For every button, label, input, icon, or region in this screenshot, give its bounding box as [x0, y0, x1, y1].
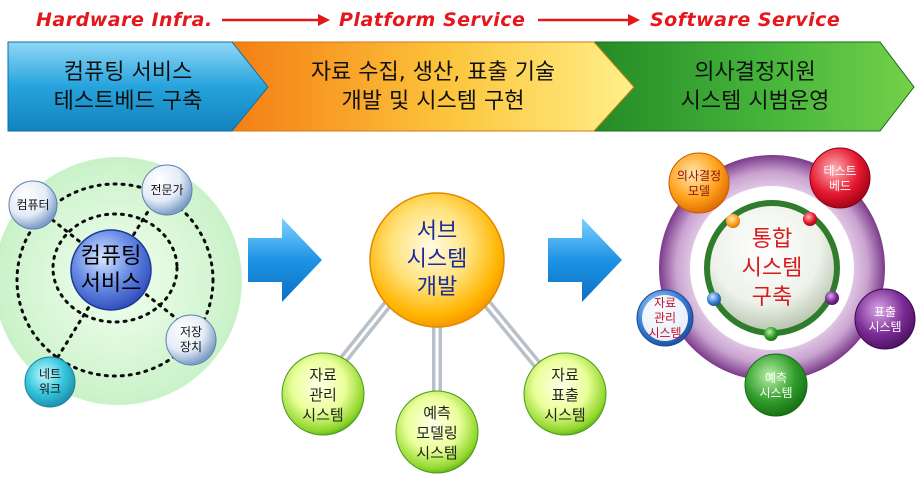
stage-arrow-2	[538, 14, 640, 26]
network-node-sphere	[24, 356, 76, 408]
data-mgmt-node-sphere	[281, 352, 365, 436]
expert-node-label: 전문가	[150, 182, 184, 197]
display-node-sphere	[854, 288, 916, 350]
left-inner-orbit	[51, 212, 179, 324]
sub-system-center-sphere	[369, 192, 505, 328]
flow-arrow-1	[248, 218, 322, 302]
banner-hardware-text: 컴퓨팅 서비스 테스트베드 구축	[53, 60, 203, 114]
expert-node-sphere	[141, 164, 193, 216]
flow-arrow-2	[548, 218, 622, 302]
decision-node-sphere	[668, 152, 730, 214]
left-outer-orbit	[15, 182, 215, 378]
banner-platform-text: 자료 수집, 생산, 표출 기술 개발 및 시스템 구현	[310, 60, 556, 114]
computing-center-sphere	[70, 229, 152, 311]
storage-node-sphere	[165, 314, 217, 366]
banner-blue-shape	[7, 41, 269, 132]
computer-node-sphere	[8, 180, 58, 230]
right-prediction-node-sphere	[744, 353, 808, 417]
stage-label-hardware: Hardware Infra.	[36, 9, 213, 31]
stage-label-platform: Platform Service	[339, 9, 526, 31]
stage-arrow-1	[222, 14, 330, 26]
prediction-node-sphere	[395, 390, 479, 474]
testbed-node-sphere	[809, 147, 871, 209]
banner-software-text: 의사결정지원 시스템 시범운영	[680, 60, 830, 114]
stage-label-software: Software Service	[650, 9, 841, 31]
computer-node-label: 컴퓨터	[16, 197, 50, 212]
data-display-node-sphere	[523, 352, 607, 436]
